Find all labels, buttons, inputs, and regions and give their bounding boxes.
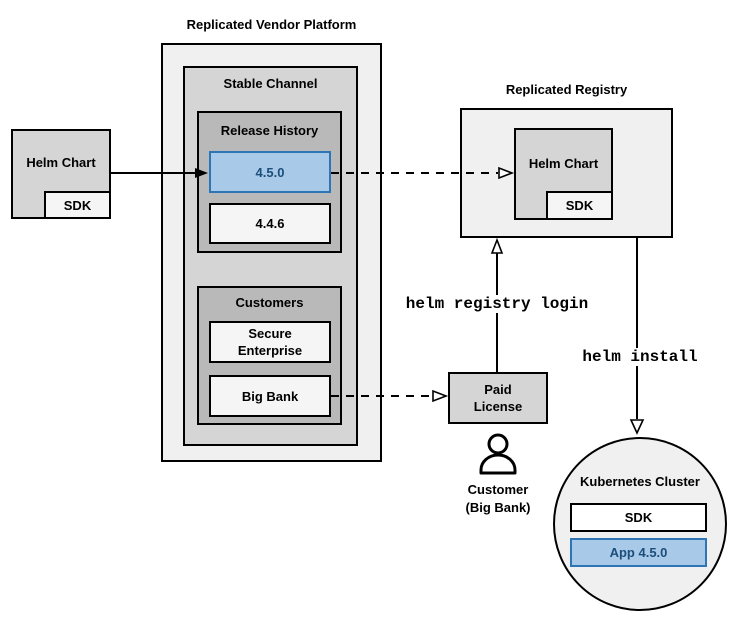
- arrow-registry-to-cluster: [629, 238, 645, 435]
- customer-label-line1: Customer: [467, 482, 529, 497]
- customer-secure-line2: Enterprise: [237, 343, 303, 358]
- stable-channel-title: Stable Channel: [223, 76, 318, 91]
- customers-title: Customers: [235, 295, 304, 310]
- registry-helm-chart-label: Helm Chart: [528, 155, 599, 171]
- helm-install-text: helm install: [577, 348, 703, 366]
- helm-registry-login-text: helm registry login: [400, 295, 594, 313]
- kubernetes-cluster-title: Kubernetes Cluster: [580, 474, 700, 489]
- customer-label: Customer (Big Bank): [438, 481, 558, 517]
- paid-license-node: Paid License: [448, 372, 548, 424]
- customer-big-bank-node: Big Bank: [209, 375, 331, 417]
- release-history-title: Release History: [220, 123, 319, 138]
- cluster-sdk-node: SDK: [570, 503, 707, 532]
- registry-sdk-node: SDK: [546, 191, 613, 220]
- release-4-4-6-node: 4.4.6: [209, 203, 331, 244]
- customer-label-line2: (Big Bank): [465, 500, 531, 515]
- cluster-app-node: App 4.5.0: [570, 538, 707, 567]
- customer-secure-line1: Secure: [248, 326, 292, 341]
- helm-registry-login-command-label: helm registry login: [387, 295, 607, 313]
- helm-install-command-label: helm install: [530, 348, 747, 366]
- source-sdk-node: SDK: [44, 191, 111, 219]
- source-helm-chart-label: Helm Chart: [26, 154, 96, 170]
- customer-secure-enterprise-node: Secure Enterprise: [209, 321, 331, 363]
- vendor-platform-title: Replicated Vendor Platform: [186, 17, 357, 32]
- paid-license-line2: License: [473, 399, 523, 414]
- paid-license-line1: Paid: [484, 382, 512, 397]
- customer-person-icon: [479, 433, 517, 475]
- release-4-5-0-node: 4.5.0: [209, 151, 331, 193]
- replicated-registry-title: Replicated Registry: [505, 82, 628, 97]
